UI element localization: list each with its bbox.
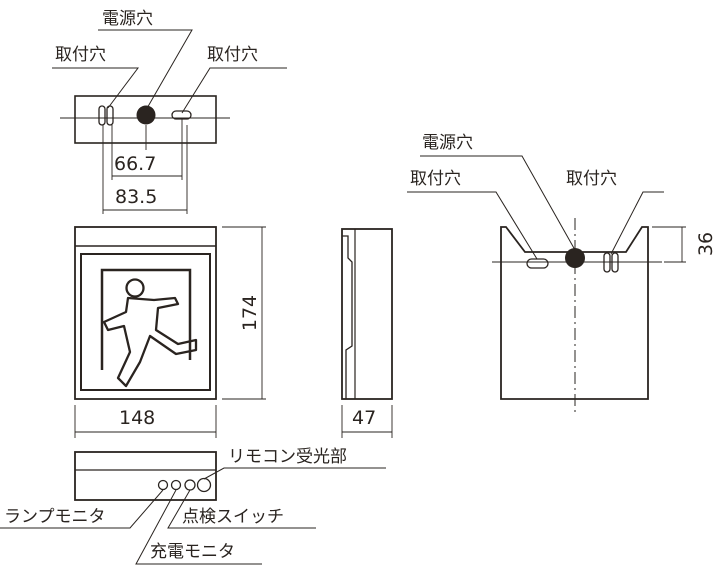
side-view-bracket (342, 235, 353, 399)
charge-monitor-label: 充電モニタ (150, 542, 235, 562)
back-view-mount-hole-left (526, 258, 549, 269)
top-view-mount-hole-right (171, 110, 192, 120)
dim-83-label: 83.5 (115, 186, 157, 208)
dim-174-label: 174 (239, 295, 261, 331)
top-view-mount-right-label: 取付穴 (207, 45, 258, 65)
back-view-mount-left-label: 取付穴 (410, 169, 461, 189)
top-view-mount-left-label: 取付穴 (55, 45, 106, 65)
top-view-mount-hole-left-a (98, 105, 106, 126)
top-view-power-label: 電源穴 (102, 9, 153, 29)
check-switch-leader (167, 489, 316, 529)
bottom-view: リモコン受光部 ランプモニタ 点検スイッチ 充電モニタ (0, 447, 386, 565)
lamp-monitor-leader (0, 489, 164, 529)
top-view-plate (74, 95, 217, 144)
back-view-mount-hole-right-b (611, 252, 619, 273)
top-view-mount-left-leader (52, 67, 139, 109)
back-view-power-hole (565, 248, 585, 268)
front-view-panel (80, 253, 211, 391)
charge-monitor-led-icon (170, 479, 182, 491)
dim-36-label: 36 (695, 232, 717, 256)
top-view-power-hole (136, 105, 156, 125)
back-view-mount-hole-right-a (603, 252, 611, 273)
dim-47-label: 47 (352, 407, 376, 429)
dim-148-label: 148 (119, 407, 155, 429)
back-view-power-label: 電源穴 (422, 133, 473, 153)
side-view: 47 (341, 228, 393, 438)
remote-receiver-icon (196, 477, 212, 493)
back-view-power-leader (420, 155, 576, 251)
check-switch-icon (184, 479, 196, 491)
lamp-monitor-label: ランプモニタ (4, 507, 106, 527)
front-view-body (74, 226, 217, 400)
running-man-icon (102, 278, 198, 388)
dim-66-label: 66.7 (114, 153, 156, 175)
back-view-mount-left-leader (407, 191, 538, 260)
top-view: 電源穴 取付穴 取付穴 66.7 83.5 (52, 9, 287, 214)
top-view-power-leader (98, 29, 193, 111)
back-view-mount-right-leader (610, 191, 664, 255)
back-view: 電源穴 取付穴 取付穴 36 (407, 133, 717, 412)
bottom-view-body (74, 451, 217, 501)
check-switch-label: 点検スイッチ (182, 507, 284, 527)
side-view-body (341, 228, 393, 400)
remote-receiver-leader (203, 467, 386, 480)
exit-door-frame (100, 268, 192, 370)
back-view-mount-right-label: 取付穴 (566, 169, 617, 189)
lamp-monitor-led-icon (157, 479, 169, 491)
back-view-body (500, 226, 649, 400)
charge-monitor-leader (135, 489, 262, 565)
top-view-mount-hole-left-b (106, 105, 114, 126)
front-view: 148 174 (74, 226, 266, 438)
top-view-mount-right-leader (181, 67, 287, 114)
remote-receiver-label: リモコン受光部 (228, 447, 347, 467)
